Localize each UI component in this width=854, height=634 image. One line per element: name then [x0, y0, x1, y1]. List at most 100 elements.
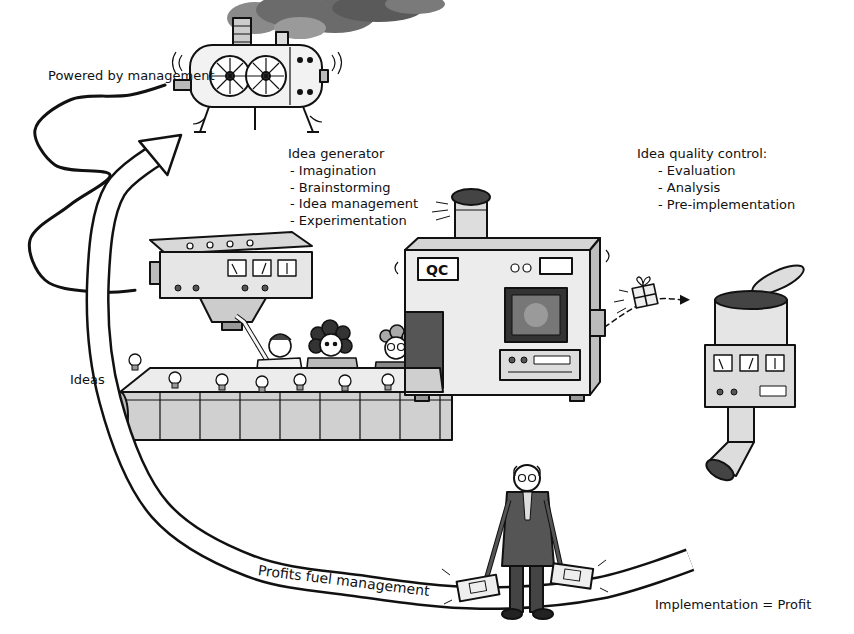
engine-drawing: [308, 90, 312, 94]
businessman-figure: [486, 500, 562, 580]
generator-drawing: [232, 263, 287, 274]
businessman-figure: [529, 475, 536, 482]
worker-figures: [385, 337, 407, 359]
generator-drawing: [222, 322, 242, 330]
businessman-figure: [514, 465, 540, 491]
quality-control-drawing: [395, 189, 609, 401]
quality-control-drawing: [540, 258, 572, 274]
engine-drawing: [248, 58, 284, 94]
businessman-figure: [442, 560, 608, 604]
quality-control-drawing: [521, 357, 527, 363]
idea-generator-machine: Idea generator- Imagination- Brainstormi…: [135, 140, 465, 335]
engine-drawing: [233, 18, 251, 48]
engine-drawing: [212, 58, 248, 94]
engine-drawing: [246, 56, 286, 96]
engine-drawing: [194, 131, 206, 133]
engine-caption: Powered by management: [48, 68, 215, 84]
quality-control-drawing: [405, 250, 590, 395]
implementation-drawing: [731, 389, 737, 395]
businessman-figure: [469, 581, 486, 594]
idea-bulbs: [294, 374, 306, 390]
gift-box: [614, 290, 628, 313]
generator-drawing: [207, 242, 213, 248]
idea-bulbs: [129, 354, 141, 370]
worker-figures: [388, 344, 395, 351]
idea-bulbs: [169, 372, 181, 388]
conveyor-belt: [120, 400, 452, 401]
quality-control-machine: Idea quality control:- Evaluation- Analy…: [390, 225, 605, 395]
engine-drawing: [307, 131, 319, 133]
list-item: - Experimentation: [290, 213, 407, 229]
implementation-drawing: [715, 291, 787, 309]
worker-figures: [236, 316, 268, 362]
arrow-label: Profits fuel management: [257, 562, 430, 599]
implementation-drawing: [760, 386, 786, 396]
profit-feedback-arrow: [98, 135, 690, 598]
worker-figures: [398, 344, 405, 351]
engine-drawing: [210, 56, 250, 96]
businessman-figure: [457, 575, 500, 602]
flow-line: [605, 299, 682, 327]
quality-control-drawing: [590, 310, 605, 336]
quality-control-drawing: [452, 189, 490, 205]
machine-plate: QC: [426, 262, 448, 278]
conveyor-belt: [120, 392, 452, 440]
businessman-figure: [533, 609, 553, 619]
worker-figures: [269, 335, 291, 357]
quality-control-drawing: [415, 395, 429, 401]
engine-drawing: [254, 106, 256, 130]
gift-box: [636, 275, 651, 288]
list-item: - Brainstorming: [290, 180, 391, 196]
businessman-figure: [530, 562, 543, 612]
implementation-drawing: [703, 260, 807, 484]
list-item: - Pre-implementation: [658, 197, 795, 213]
engine-drawing: [173, 52, 342, 124]
businessman-figure: [502, 609, 522, 619]
generator-drawing: [193, 285, 199, 291]
quality-control-drawing: [505, 288, 567, 342]
machine-heading: Idea generator: [288, 146, 384, 162]
idea-bulbs: [432, 202, 450, 220]
businessman-figure: [519, 475, 526, 482]
businessman-figure: [514, 466, 540, 476]
machine-heading: Idea quality control:: [637, 146, 767, 162]
conveyor-belt: [112, 392, 128, 440]
gift-box: [614, 275, 658, 313]
smoke-cloud: [385, 0, 445, 14]
quality-control-drawing: [511, 264, 519, 272]
quality-control-drawing: [534, 356, 570, 364]
implementation-drawing: [728, 407, 754, 442]
generator-drawing: [187, 243, 193, 249]
list-item: - Imagination: [290, 163, 376, 179]
implementation-drawing: [705, 345, 795, 407]
gift-box: [632, 284, 658, 308]
engine-drawing: [320, 70, 328, 82]
businessman-figure: [551, 563, 593, 588]
implementation-machine: Implementation = Profit: [690, 280, 850, 610]
generator-drawing: [247, 240, 253, 246]
worker-figures: [270, 334, 291, 340]
engine-drawing: [233, 26, 251, 27]
idea-bulbs: [256, 376, 268, 392]
engine-drawing: [233, 42, 251, 43]
ideas-label: Ideas: [70, 372, 105, 388]
list-item: - Evaluation: [658, 163, 735, 179]
quality-control-drawing: [524, 303, 548, 327]
power-cable: [29, 85, 165, 292]
idea-bulbs: [339, 375, 351, 391]
engine-drawing: [276, 32, 288, 46]
machine-caption: Implementation = Profit: [655, 597, 811, 613]
quality-control-drawing: [512, 295, 560, 335]
generator-drawing: [150, 232, 312, 330]
businessman-figure: [442, 465, 608, 619]
generator-drawing: [200, 298, 266, 322]
worker-figures: [334, 343, 337, 346]
conveyor-belt: [120, 368, 452, 392]
list-item: - Idea management: [290, 196, 418, 212]
generator-drawing: [262, 285, 268, 291]
